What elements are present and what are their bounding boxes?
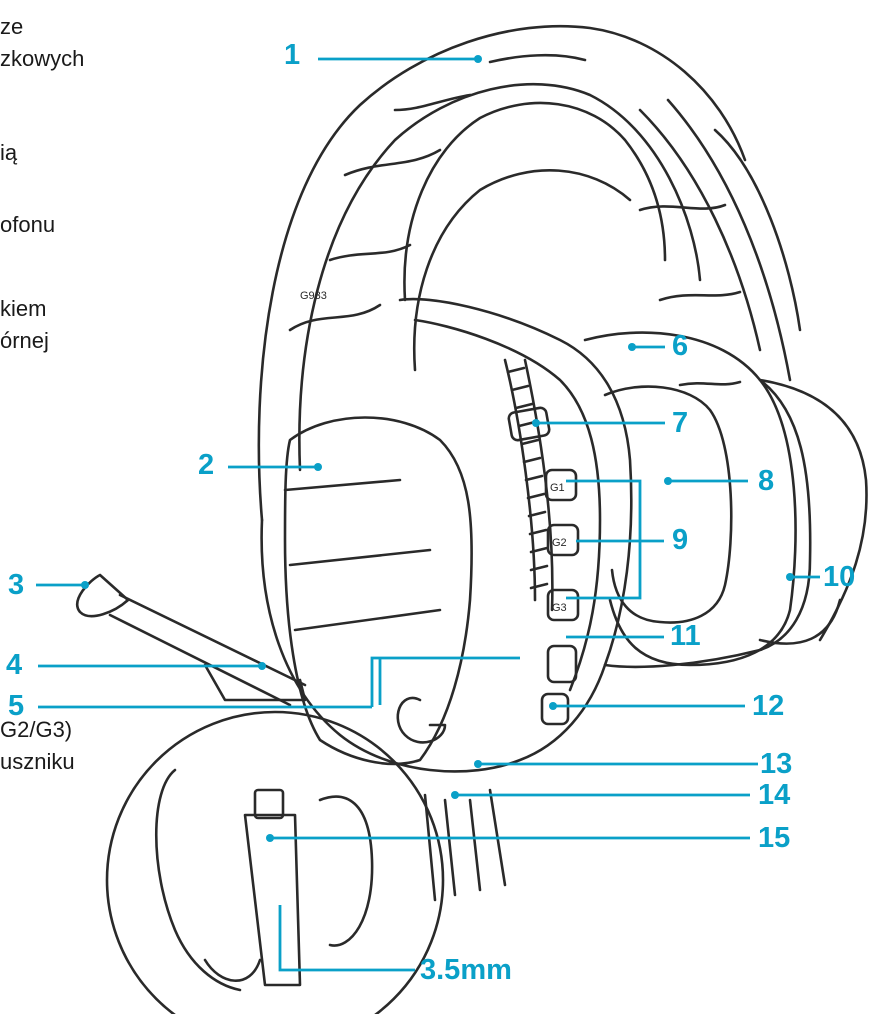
callout-14: 14: [758, 780, 790, 810]
callout-8: 8: [758, 466, 774, 496]
callout-12: 12: [752, 691, 784, 721]
callout-10: 10: [823, 562, 855, 592]
callout-3-5mm: 3.5mm: [420, 955, 512, 985]
side-plate: [285, 418, 472, 764]
headband: [259, 26, 745, 520]
callout-13: 13: [760, 749, 792, 779]
callout-4: 4: [6, 650, 22, 680]
g3-label: G3: [552, 602, 567, 614]
callout-6: 6: [672, 331, 688, 361]
callout-1: 1: [284, 40, 300, 70]
callout-5: 5: [8, 691, 24, 721]
callout-2: 2: [198, 450, 214, 480]
eq-button: [548, 646, 576, 682]
model-label: G933: [300, 290, 327, 302]
g2-label: G2: [552, 537, 567, 549]
callout-7: 7: [672, 408, 688, 438]
callout-3: 3: [8, 570, 24, 600]
callout-15: 15: [758, 823, 790, 853]
callout-9: 9: [672, 525, 688, 555]
callout-11: 11: [670, 621, 701, 651]
g1-label: G1: [550, 482, 565, 494]
